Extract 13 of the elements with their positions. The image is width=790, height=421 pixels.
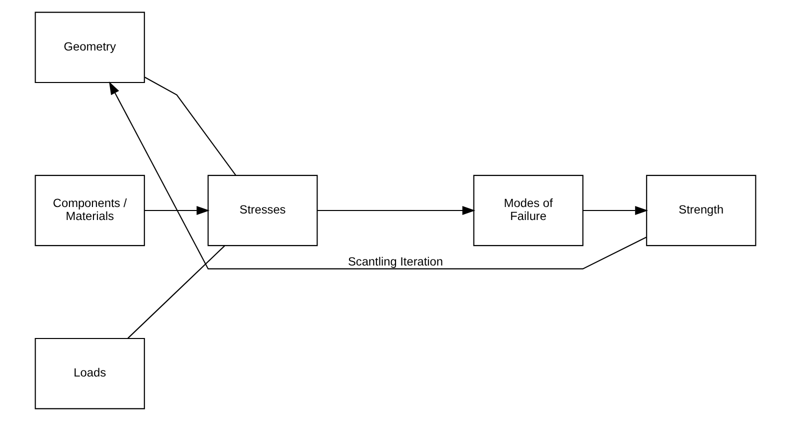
- arrow: [144, 206, 210, 216]
- node-box: Strength: [646, 174, 756, 246]
- arrow: [108, 82, 646, 270]
- node-box: Loads: [34, 338, 144, 410]
- arrow: [316, 206, 475, 216]
- connector: [144, 76, 236, 176]
- node-box: Modes of Failure: [472, 174, 583, 246]
- node-box: Components / Materials: [34, 174, 144, 246]
- node-box: Stresses: [207, 174, 318, 246]
- arrow: [582, 206, 648, 216]
- node-box: Geometry: [34, 12, 144, 84]
- connector: [127, 245, 224, 339]
- edge-label: Scantling Iteration: [347, 254, 443, 268]
